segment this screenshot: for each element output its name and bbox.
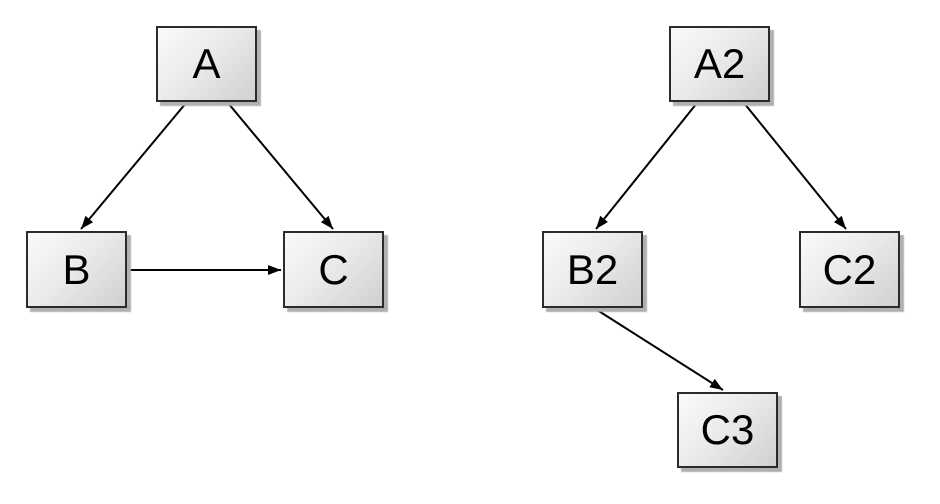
node-label-A: A [192,40,221,87]
node-label-C: C [318,245,349,293]
edge-A2-C2[interactable] [743,102,847,230]
edge-A-B[interactable] [80,102,187,230]
node-C2[interactable]: C2 [799,231,900,308]
node-C[interactable]: C [283,231,384,308]
edge-A2-B2[interactable] [595,102,698,230]
node-B2[interactable]: B2 [542,231,643,308]
edge-B2-C3[interactable] [593,307,724,391]
node-label-B2: B2 [566,245,619,293]
node-label-A2: A2 [693,40,746,87]
node-label-C2: C2 [822,245,877,293]
node-C3[interactable]: C3 [677,392,778,468]
node-A2[interactable]: A2 [669,26,770,102]
edge-A-C[interactable] [227,102,334,230]
node-A[interactable]: A [156,26,257,102]
node-B[interactable]: B [26,231,127,308]
node-label-B: B [62,245,91,293]
node-label-C3: C3 [700,406,755,453]
